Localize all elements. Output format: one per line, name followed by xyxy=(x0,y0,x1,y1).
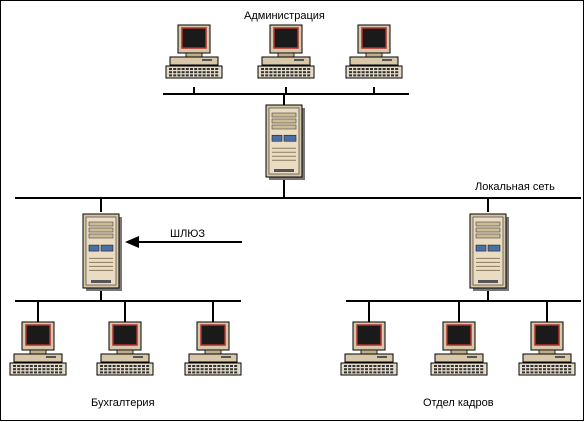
accounting-workstation-icon-1 xyxy=(9,321,67,376)
admin-label: Администрация xyxy=(244,10,325,22)
lan-label: Локальная сеть xyxy=(475,181,555,193)
gateway-arrow-head xyxy=(125,236,139,248)
gateway-label: ШЛЮЗ xyxy=(170,228,206,240)
network-lines xyxy=(15,87,581,322)
hr-label: Отдел кадров xyxy=(423,397,494,409)
admin-server-icon xyxy=(265,104,305,180)
hr-workstation-icon-1 xyxy=(340,321,398,376)
admin-workstation-icon-2 xyxy=(257,24,315,79)
accounting-workstation-icon-2 xyxy=(96,321,154,376)
hr-workstation-icon-3 xyxy=(518,321,576,376)
accounting-label: Бухгалтерия xyxy=(91,397,155,409)
admin-workstation-icon-1 xyxy=(165,24,223,79)
accounting-workstation-icon-3 xyxy=(184,321,242,376)
hr-workstation-icon-2 xyxy=(430,321,488,376)
gateway-server-icon xyxy=(82,213,122,291)
hr-server-icon xyxy=(469,213,509,291)
admin-workstation-icon-3 xyxy=(345,24,403,79)
